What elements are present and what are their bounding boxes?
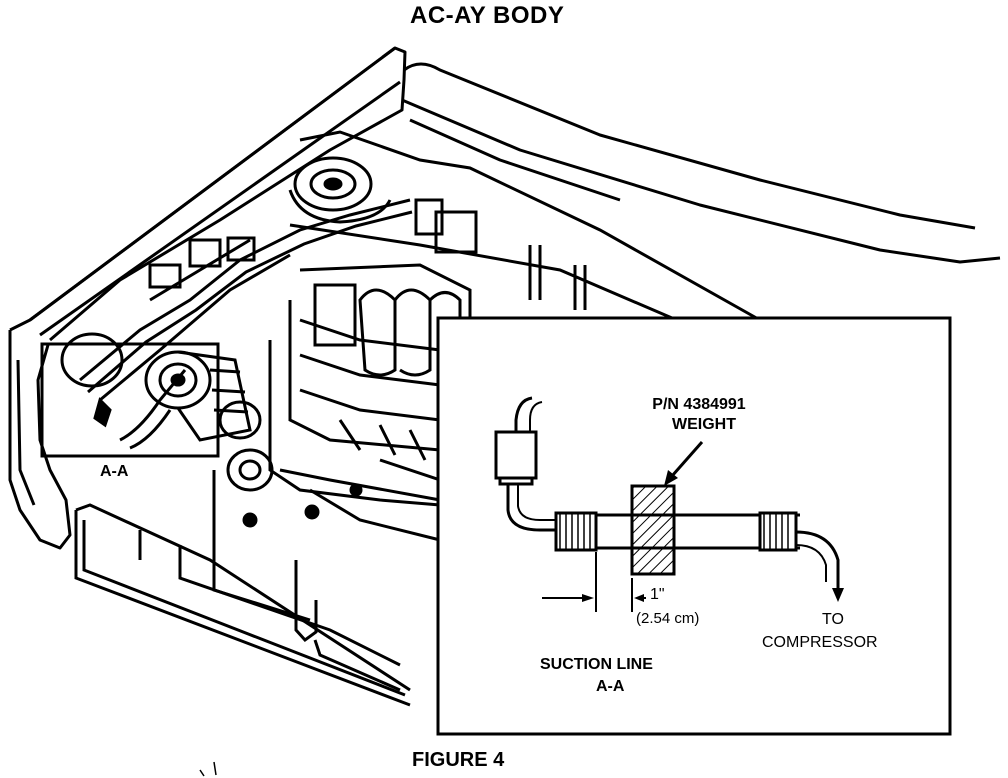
- stray-mark: [199, 761, 217, 777]
- compressor: [60, 332, 274, 492]
- direction-target-label: COMPRESSOR: [762, 634, 878, 651]
- ac-lines: [79, 198, 413, 450]
- strut-tower: [288, 130, 761, 332]
- detail-box-a-a: [40, 342, 220, 458]
- detail-marker-label: A-A: [100, 463, 129, 480]
- fender-and-hood: [8, 46, 1001, 550]
- section-name-label: SUCTION LINE: [540, 656, 653, 673]
- dimension-cm-label: (2.54 cm): [636, 610, 700, 627]
- section-id-label: A-A: [596, 678, 625, 695]
- part-name-label: WEIGHT: [672, 416, 736, 433]
- dimension-inches-label: 1": [650, 586, 665, 603]
- direction-to-label: TO: [822, 611, 844, 628]
- part-number-label: P/N 4384991: [652, 396, 746, 413]
- figure-caption: FIGURE 4: [412, 749, 505, 771]
- inset-panel: [436, 316, 952, 736]
- weight-block: [630, 484, 676, 576]
- diagram-title: AC-AY BODY: [410, 2, 565, 29]
- engine-block: [242, 263, 472, 542]
- lower-body-panels: [74, 470, 411, 707]
